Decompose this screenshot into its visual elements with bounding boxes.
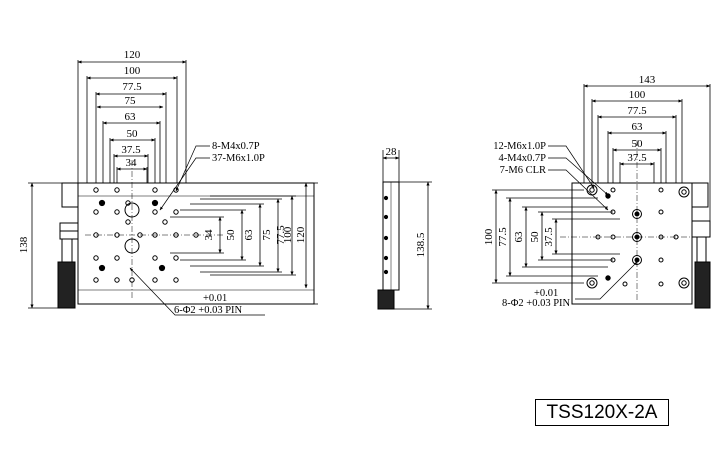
bottom-view-width-dimensions [583, 84, 711, 221]
side-view-labels: 28 138.5 [386, 146, 428, 257]
dim-right-77-5: 77.5 [275, 225, 287, 245]
dim-top-63: 63 [125, 111, 137, 123]
dim-right-100: 100 [282, 226, 294, 243]
pin-tolerance-bottom: +0.01 [534, 288, 558, 299]
dim-right-63: 63 [243, 229, 255, 241]
top-view-height-dimensions [170, 182, 318, 305]
dim-bottom-143: 143 [639, 74, 656, 86]
dim-left-63: 63 [513, 231, 525, 243]
pin-note-top: 6-Φ2 +0.03 PIN [174, 305, 243, 316]
bottom-view-lock-screw [691, 220, 711, 238]
pin-tolerance-top: +0.01 [203, 293, 227, 304]
dim-right-50: 50 [225, 229, 237, 241]
dim-bottom-77-5: 77.5 [627, 105, 647, 117]
dim-bottom-100: 100 [629, 89, 646, 101]
callout-bottom-clr: 7-M6 CLR [500, 165, 546, 176]
top-view-width-dimensions [77, 60, 187, 183]
callout-m6: 37-M6x1.0P [212, 153, 265, 164]
dim-top-75: 75 [125, 95, 137, 107]
callout-bottom-m4: 4-M4x0.7P [498, 153, 546, 164]
callout-bottom-m6: 12-M6x1.0P [493, 141, 546, 152]
dim-overall-138: 138 [18, 236, 30, 253]
dim-side-138-5: 138.5 [415, 232, 427, 257]
dim-top-77-5: 77.5 [122, 81, 142, 93]
top-view [28, 60, 318, 316]
dim-right-34: 34 [203, 229, 215, 241]
dim-side-28: 28 [386, 146, 398, 158]
top-view-labels: 120 100 77.5 75 63 50 37.5 34 34 50 63 7… [18, 49, 307, 316]
side-view-holes [383, 195, 389, 275]
dim-left-100: 100 [483, 228, 495, 245]
top-view-leaders [129, 145, 265, 316]
bottom-view-height-dimensions [492, 189, 620, 284]
pin-note-bottom: 8-Φ2 +0.03 PIN [502, 298, 571, 309]
side-view-knob [377, 289, 395, 310]
callout-m4: 8-M4x0.7P [212, 141, 260, 152]
bottom-view-plate [571, 182, 693, 305]
dim-bottom-50: 50 [632, 138, 644, 150]
bottom-view-knob [694, 261, 711, 309]
dim-top-50: 50 [127, 128, 139, 140]
dim-top-34: 34 [126, 157, 138, 169]
top-view-plate [77, 182, 315, 305]
top-view-knob [57, 261, 76, 309]
dim-bottom-63: 63 [632, 121, 644, 133]
bottom-view-side-block [691, 182, 709, 208]
side-view [377, 150, 432, 310]
dim-bottom-37-5: 37.5 [627, 152, 647, 164]
bottom-view-labels: 143 100 77.5 63 50 37.5 100 77.5 63 50 3… [483, 74, 656, 309]
dim-left-37-5: 37.5 [543, 227, 555, 247]
dim-top-100: 100 [124, 65, 141, 77]
top-view-side-block [61, 182, 79, 208]
model-number: TSS120X-2A [546, 401, 658, 423]
dim-top-120: 120 [124, 49, 141, 61]
dim-right-75: 75 [261, 229, 273, 241]
dim-right-120: 120 [295, 226, 307, 243]
dim-left-77-5: 77.5 [497, 227, 509, 247]
bottom-view-leaders [548, 145, 638, 300]
dim-top-37-5: 37.5 [121, 144, 141, 156]
dim-left-50: 50 [529, 231, 541, 243]
model-label: TSS120X-2A [535, 399, 669, 426]
top-view-overall-height [28, 182, 62, 309]
bottom-view [492, 84, 711, 309]
